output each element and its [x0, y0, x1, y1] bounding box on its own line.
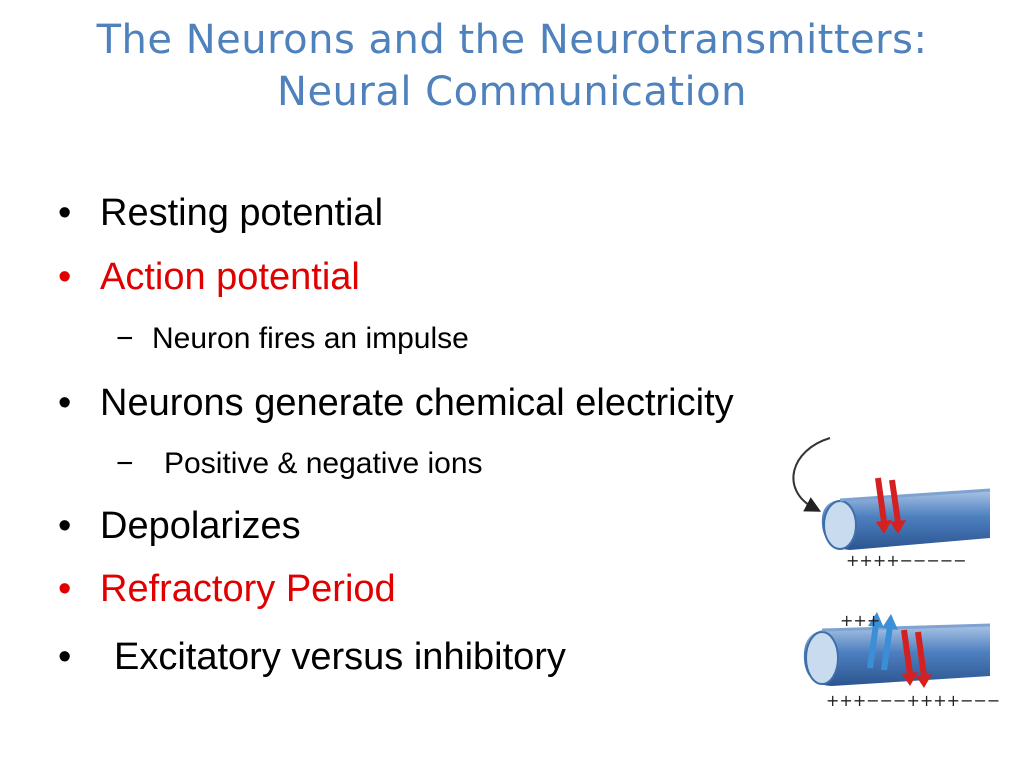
bullet-text: Depolarizes	[100, 505, 301, 547]
axon-segment-bottom	[803, 612, 991, 688]
sodium-arrow	[915, 631, 927, 677]
potassium-arrow	[881, 625, 893, 671]
membrane-charge-signs: ++++−−−−−	[846, 551, 967, 570]
charge-signs-above: +++	[840, 611, 880, 630]
sub-bullet-marker: −	[116, 322, 134, 355]
sub-bullet-text: Positive & negative ions	[164, 447, 483, 480]
sodium-arrow	[875, 477, 887, 523]
bullet-text: Refractory Period	[100, 568, 396, 610]
bullet-text: Action potential	[100, 256, 360, 298]
axon-segment-top	[821, 477, 991, 550]
pointer-arrow	[792, 437, 831, 512]
bullet-text: Excitatory versus inhibitory	[114, 636, 566, 678]
bullet-text: Resting potential	[100, 192, 384, 234]
bullet-text: Neurons generate chemical electricity	[100, 382, 734, 424]
bullet-marker: •	[58, 568, 72, 610]
slide-title: The Neurons and the Neurotransmitters: N…	[0, 14, 1024, 118]
bullet-marker: •	[58, 505, 72, 547]
sodium-arrow	[889, 479, 901, 523]
bullet-marker: •	[58, 256, 72, 298]
bullet-marker: •	[58, 382, 72, 424]
sub-bullet-text: Neuron fires an impulse	[152, 322, 469, 355]
sodium-arrow	[901, 629, 913, 675]
membrane-charge-signs: +++−−−++++−−−	[826, 691, 1000, 710]
sub-bullet-marker: −	[116, 447, 134, 480]
potassium-arrow	[867, 623, 879, 669]
bullet-marker: •	[58, 636, 72, 678]
title-line-1: The Neurons and the Neurotransmitters:	[96, 17, 928, 63]
bullet-marker: •	[58, 192, 72, 234]
title-line-2: Neural Communication	[277, 69, 747, 115]
axon-ion-diagram: ++++−−−−− +++ +++−−−++++−−−	[792, 437, 1000, 710]
